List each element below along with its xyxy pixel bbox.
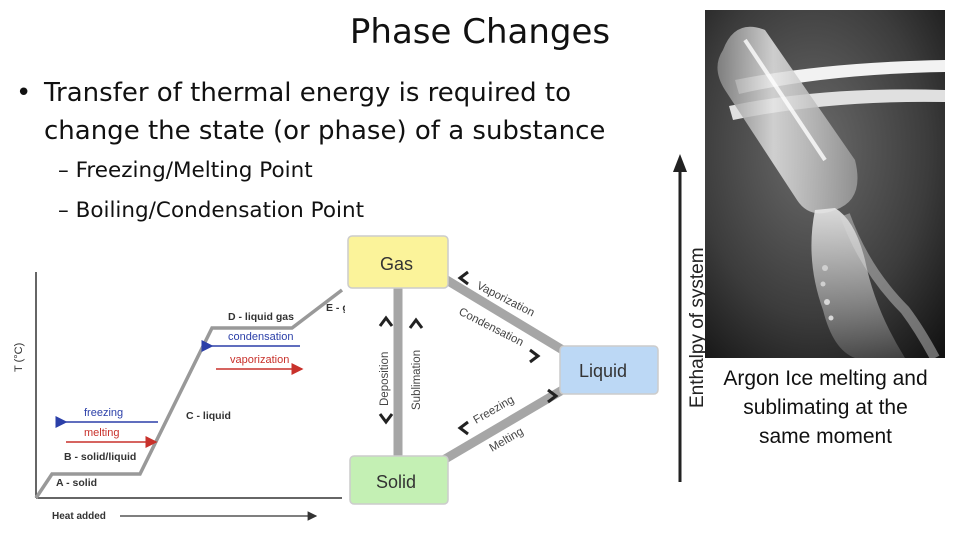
enthalpy-axis-label: Enthalpy of system	[687, 247, 708, 408]
gas-box	[347, 235, 449, 289]
condensation-label: Condensation	[457, 306, 526, 349]
liquid-label: Liquid	[579, 361, 627, 381]
slide-title: Phase Changes	[349, 12, 611, 52]
tube-highlight	[743, 38, 827, 162]
droplet	[828, 315, 834, 321]
solid-box	[349, 455, 449, 505]
chevron-up-icon	[408, 317, 424, 329]
chevron-down-icon	[378, 413, 394, 425]
chevron-left-icon	[457, 420, 469, 436]
arrow-up-icon	[673, 154, 687, 172]
label-a-solid: A - solid	[56, 477, 97, 489]
clamp-upper	[735, 60, 945, 94]
label-b-solid-liquid: B - solid/liquid	[64, 451, 136, 463]
freezing-label: freezing	[84, 407, 123, 419]
droplet	[820, 281, 826, 287]
heating-curve-diagram: T (°C) Heat added A - solid B - solid/li…	[13, 272, 345, 522]
label-e-gas: E - gas	[326, 302, 345, 314]
sub-bullet-freezing-melting: – Freezing/Melting Point	[58, 158, 313, 183]
deposition-label: Deposition	[379, 352, 391, 406]
vaporization-label: vaporization	[230, 354, 289, 366]
chevron-right-icon	[547, 388, 559, 404]
sub-bullet-boiling-condensation: – Boiling/Condensation Point	[58, 198, 364, 223]
melting-label: melting	[84, 427, 119, 439]
main-bullet-text: Transfer of thermal energy is required t…	[44, 78, 606, 146]
liquid-box	[559, 345, 659, 395]
phase-transition-diagram: Gas Liquid Solid Vaporization Condensati…	[347, 235, 659, 505]
y-axis-label: T (°C)	[13, 343, 25, 372]
photo-caption: Argon Ice melting and sublimating at the…	[723, 367, 928, 448]
heating-curve-line	[34, 288, 344, 499]
solid-label: Solid	[376, 472, 416, 492]
droplet	[822, 265, 828, 271]
argon-mist	[811, 208, 905, 358]
main-bullet: • Transfer of thermal energy is required…	[14, 74, 654, 150]
label-d-liquid-gas: D - liquid gas	[228, 311, 294, 323]
chevron-right-icon	[529, 348, 541, 364]
sublimation-label: Sublimation	[411, 350, 423, 410]
gas-label: Gas	[380, 254, 413, 274]
chevron-left-icon	[457, 270, 469, 286]
condensation-label: condensation	[228, 331, 293, 343]
chevron-up-icon	[378, 315, 394, 327]
enthalpy-axis: Enthalpy of system	[673, 154, 708, 482]
gas-liquid-bar	[437, 272, 579, 362]
argon-ice-photo	[705, 10, 945, 358]
argon-mist-wisp	[840, 213, 940, 358]
droplet	[824, 299, 830, 305]
bullet-marker: •	[16, 78, 32, 108]
label-c-liquid: C - liquid	[186, 410, 231, 422]
x-axis-label: Heat added	[52, 511, 106, 522]
glass-tube	[717, 26, 858, 214]
